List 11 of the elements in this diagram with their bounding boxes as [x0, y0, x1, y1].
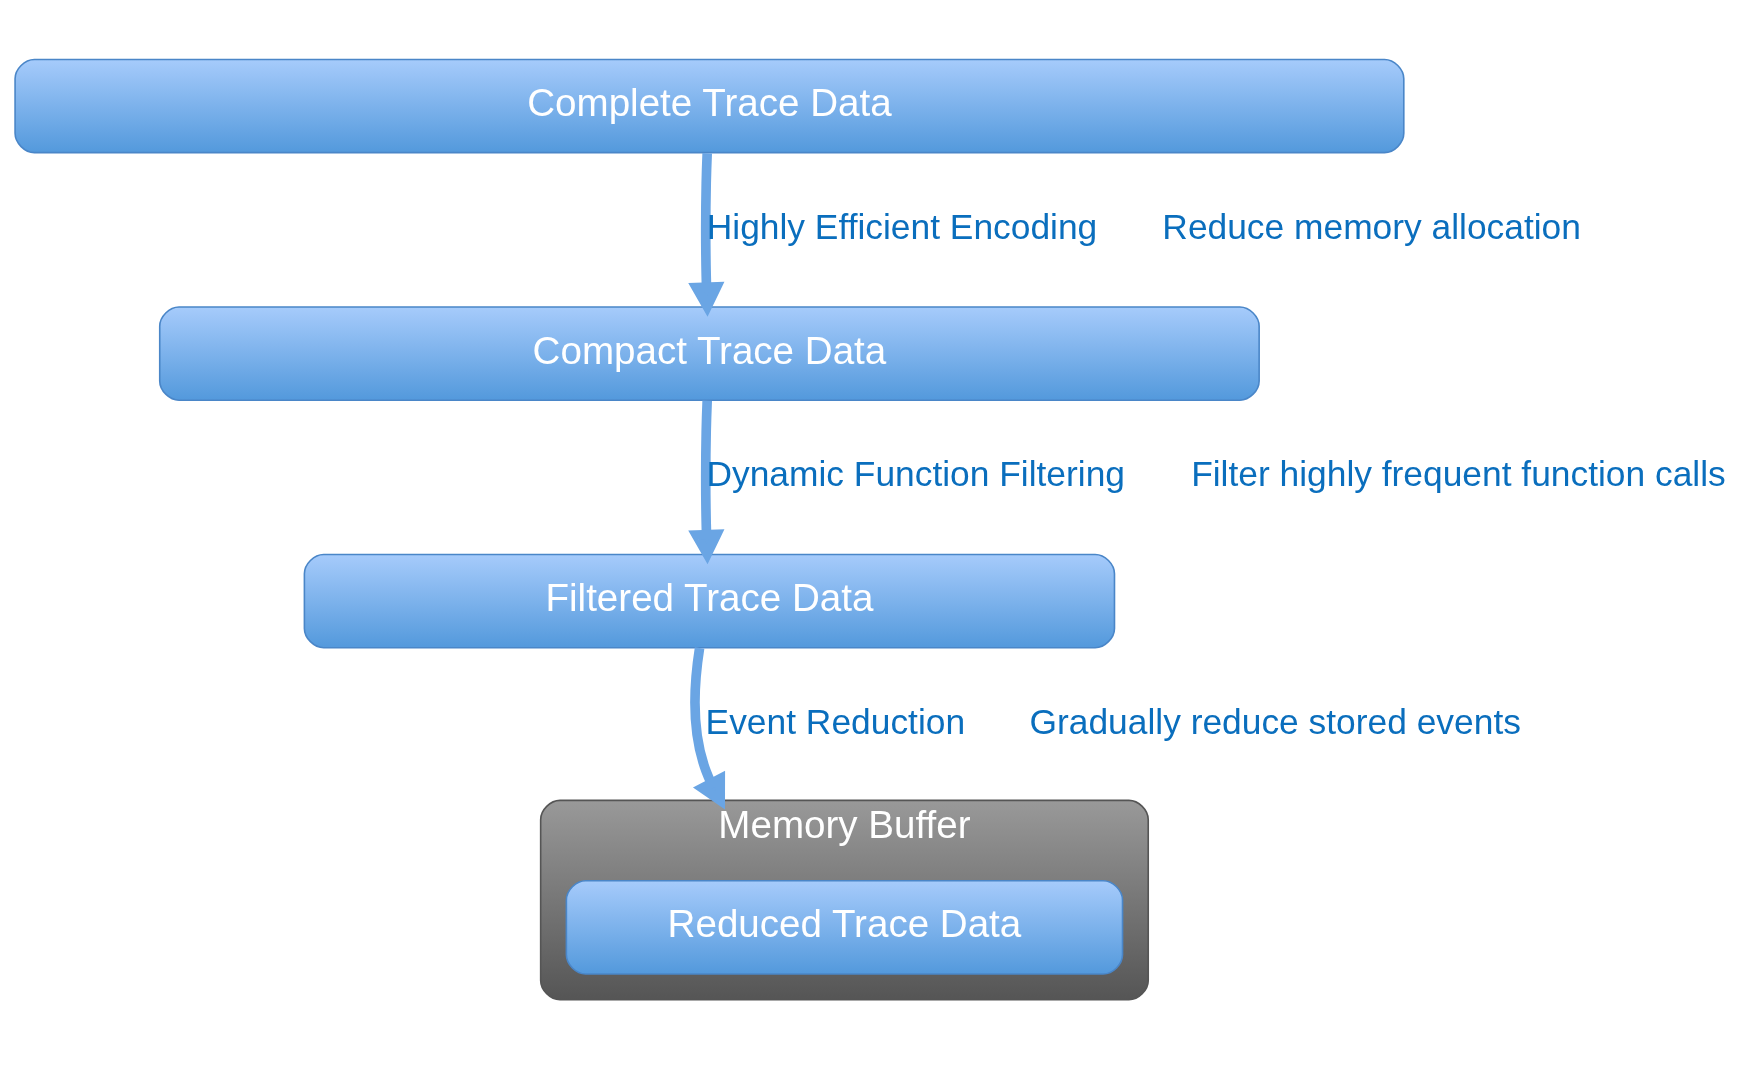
node-box: Reduced Trace Data [565, 879, 1124, 975]
node-box: Compact Trace Data [158, 305, 1260, 401]
node-box: Filtered Trace Data [303, 553, 1116, 648]
arrow [690, 646, 726, 810]
arrow [688, 400, 725, 564]
edge-label: Event Reduction [705, 701, 966, 741]
arrow [688, 152, 725, 317]
node-box: Complete Trace Data [14, 58, 1405, 153]
label: Reduce memory allocation [1162, 206, 1581, 246]
label: Filter highly frequent function calls [1191, 453, 1726, 493]
label: Gradually reduce stored events [1029, 701, 1521, 741]
